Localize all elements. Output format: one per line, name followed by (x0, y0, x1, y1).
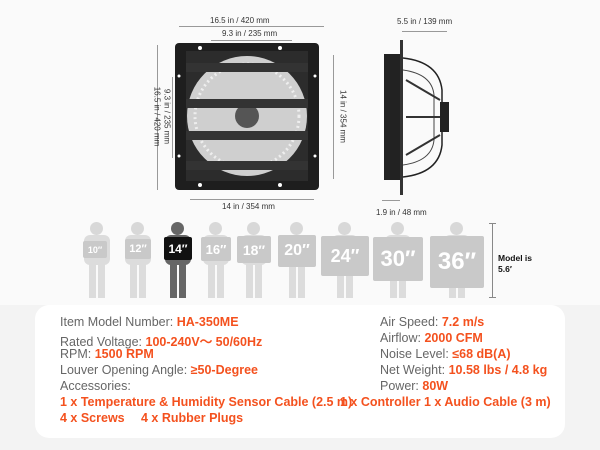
size-figure-12: 12″ (123, 222, 153, 298)
spec-accessories-label: Accessories: (60, 379, 131, 393)
dim-line (157, 45, 158, 190)
size-figure-14-selected: 14″ (163, 222, 193, 298)
hole-spacing-side-label: 9.3 in / 235 mm (162, 88, 172, 145)
hole-spacing-top-label: 9.3 in / 235 mm (222, 29, 278, 38)
height-ruler (492, 223, 493, 298)
opening-height-label: 14 in / 354 mm (338, 90, 348, 143)
spec-model: Item Model Number: HA-350ME (60, 315, 239, 329)
dim-line (382, 200, 400, 201)
dim-line (172, 77, 173, 158)
fan-side-view (384, 40, 449, 195)
spec-airflow: Airflow: 2000 CFM (380, 331, 483, 345)
accessory-item: 1 x Audio Cable (3 m) (424, 395, 551, 409)
spec-voltage: Rated Voltage: 100-240V～ 50/60Hz (60, 335, 263, 349)
spec-panel (35, 305, 565, 438)
fan-front-view (175, 43, 319, 190)
frame-depth-label: 1.9 in / 48 mm (376, 208, 427, 217)
front-width-label: 16.5 in / 420 mm (210, 16, 270, 25)
accessory-item: 1 x Controller (340, 395, 421, 409)
accessory-item: 4 x Screws (60, 411, 125, 425)
dim-line (190, 199, 314, 200)
size-figure-20: 20″ (278, 222, 316, 298)
dim-line (211, 40, 292, 41)
size-figure-24: 24″ (321, 222, 369, 298)
accessory-item: 4 x Rubber Plugs (141, 411, 244, 425)
dim-line (179, 26, 324, 27)
size-figure-18: 18″ (237, 222, 271, 298)
size-figure-36: 36″ (430, 222, 484, 298)
model-height-note: Model is 5.6′ (498, 253, 533, 274)
dim-line (402, 31, 447, 32)
spec-noise: Noise Level: ≤68 dB(A) (380, 347, 511, 361)
spec-louver: Louver Opening Angle: ≥50-Degree (60, 363, 258, 377)
depth-label: 5.5 in / 139 mm (397, 17, 453, 26)
size-figure-10: 10″ (82, 222, 112, 298)
spec-air-speed: Air Speed: 7.2 m/s (380, 315, 485, 329)
spec-rpm: RPM: 1500 RPM (60, 347, 154, 361)
spec-weight: Net Weight: 10.58 lbs / 4.8 kg (380, 363, 548, 377)
front-height-label: 16.5 in / 420 mm (152, 86, 162, 147)
spec-power: Power: 80W (380, 379, 449, 393)
size-figure-16: 16″ (201, 222, 231, 298)
opening-width-label: 14 in / 354 mm (222, 202, 275, 211)
dim-line (333, 55, 334, 179)
accessory-item: 1 x Temperature & Humidity Sensor Cable … (60, 395, 353, 409)
size-figure-30: 30″ (373, 222, 423, 298)
